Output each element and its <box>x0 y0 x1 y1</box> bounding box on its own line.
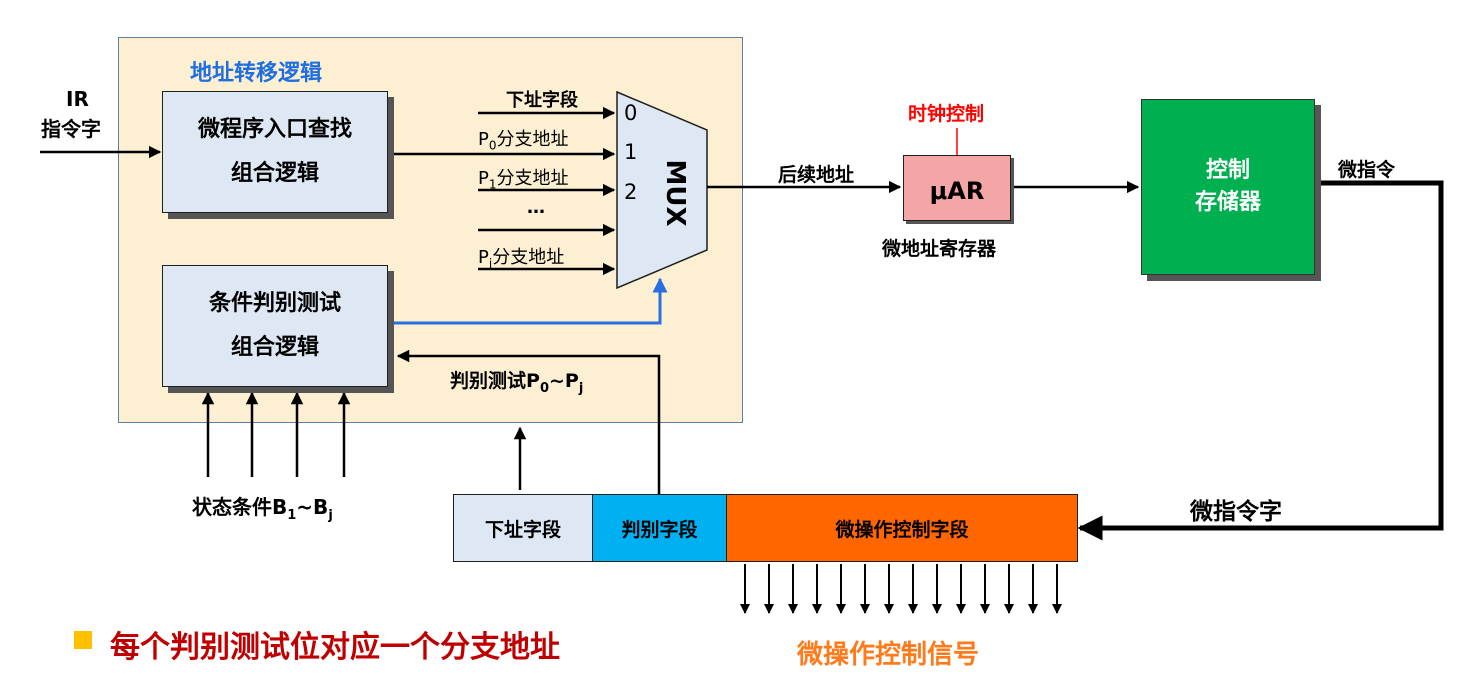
clock-control-label: 时钟控制 <box>908 103 985 125</box>
instruction-word-label: 指令字 <box>41 117 101 141</box>
condition-test-logic-block: 条件判别测试 组合逻辑 <box>162 265 388 387</box>
field-micro-op: 微操作控制字段 <box>727 495 1077 561</box>
test-logic-line1: 条件判别测试 <box>208 291 341 316</box>
next-address-label: 后续地址 <box>778 164 855 186</box>
control-store-block: 控制 存储器 <box>1141 99 1315 275</box>
micro-instruction-word-label: 微指令字 <box>1190 499 1282 525</box>
test-logic-line2: 组合逻辑 <box>230 335 319 360</box>
bullet-square <box>74 631 92 649</box>
p0-suffix: 分支地址 <box>496 129 569 150</box>
mux-input-next-address: 下址字段 <box>506 90 578 111</box>
panel-title: 地址转移逻辑 <box>190 61 323 86</box>
mux-port-0: 0 <box>624 101 638 125</box>
entry-lookup-logic-block: 微程序入口查找 组合逻辑 <box>162 91 388 213</box>
mux-input-p1-branch: P1分支地址 <box>478 164 569 192</box>
test-feedback-sub1: 0 <box>539 380 549 396</box>
status-mid: ~B <box>296 495 329 519</box>
mux-input-p0-branch: P0分支地址 <box>478 125 569 153</box>
field-next-address: 下址字段 <box>454 495 593 561</box>
p1-sub: 1 <box>488 177 497 192</box>
field-test-label: 判别字段 <box>621 518 698 541</box>
test-feedback-mid: ~P <box>548 370 579 392</box>
p0-sub: 0 <box>488 138 497 153</box>
control-store-line2: 存储器 <box>1194 190 1261 215</box>
test-feedback-sub2: j <box>578 380 584 396</box>
micro-instruction-word-register: 下址字段 判别字段 微操作控制字段 <box>453 494 1078 562</box>
control-signals-label: 微操作控制信号 <box>797 640 980 670</box>
bullet-note: 每个判别测试位对应一个分支地址 <box>110 630 560 665</box>
mux-port-2: 2 <box>624 180 638 204</box>
mux-label: MUX <box>660 159 690 227</box>
mux-input-pj-branch: Pj分支地址 <box>478 243 564 271</box>
ir-label: IR <box>66 87 89 111</box>
test-feedback-label: 判别测试P0~Pj <box>450 366 583 396</box>
mux-port-1: 1 <box>624 140 638 164</box>
control-store-line1: 控制 <box>1205 158 1250 183</box>
p0-prefix: P <box>478 129 489 150</box>
micro-instruction-label: 微指令 <box>1338 159 1396 181</box>
test-feedback-prefix: 判别测试P <box>450 370 540 392</box>
entry-logic-line2: 组合逻辑 <box>230 161 319 186</box>
pj-prefix: P <box>478 247 489 268</box>
field-micro-op-label: 微操作控制字段 <box>835 518 969 541</box>
mux-input-ellipsis: … <box>527 197 545 218</box>
field-test: 判别字段 <box>593 495 727 561</box>
field-next-address-label: 下址字段 <box>484 518 561 541</box>
status-sub2: j <box>328 508 333 523</box>
micro-address-register: μAR <box>903 155 1011 221</box>
mux-shape <box>616 90 708 290</box>
mar-caption: 微地址寄存器 <box>882 238 997 260</box>
p1-suffix: 分支地址 <box>496 168 569 189</box>
p1-prefix: P <box>478 168 489 189</box>
status-sub1: 1 <box>287 508 297 523</box>
pj-suffix: 分支地址 <box>492 247 565 268</box>
status-prefix: 状态条件B <box>192 495 288 519</box>
mar-label: μAR <box>929 177 985 205</box>
status-conditions-label: 状态条件B1~Bj <box>192 491 333 523</box>
pj-sub: j <box>488 256 493 271</box>
entry-logic-line1: 微程序入口查找 <box>197 117 352 142</box>
